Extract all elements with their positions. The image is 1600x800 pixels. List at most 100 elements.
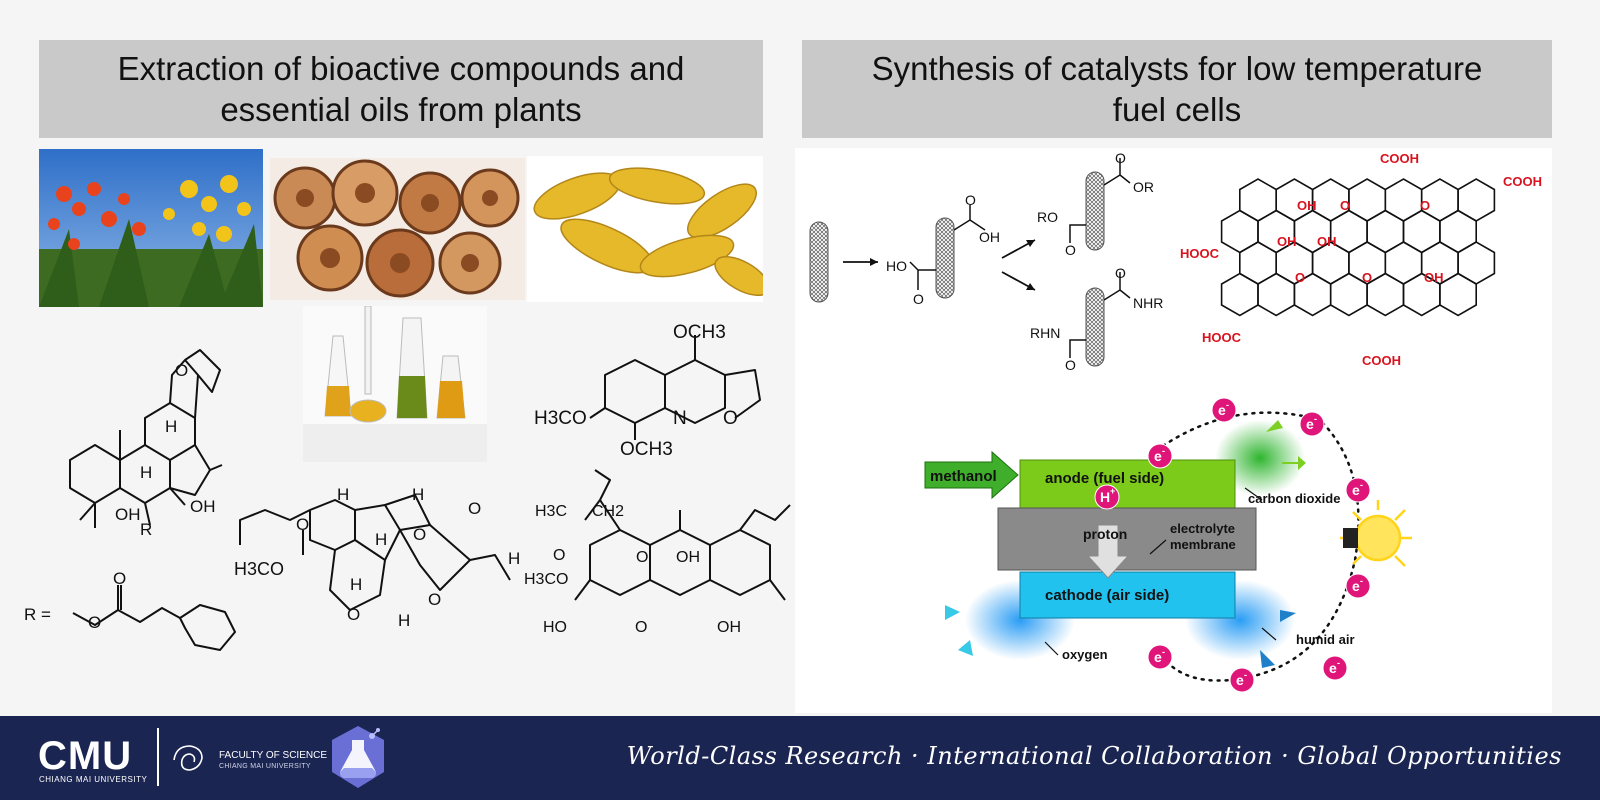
svg-text:e: e xyxy=(1352,482,1360,498)
electron-icon: e- xyxy=(1147,443,1173,469)
iridoid-o-lactone-label: O xyxy=(413,525,426,544)
iridoid-h-left-label: H xyxy=(337,485,349,504)
cnt-nhr-label: NHR xyxy=(1133,295,1163,311)
cnt-oh-label: OH xyxy=(979,229,1000,245)
electron-circuit xyxy=(1148,411,1360,682)
diterpene-h-top-label: H xyxy=(165,417,177,436)
svg-text:e: e xyxy=(1306,416,1314,432)
cnt-functionalization-scheme: HO O O OH RO O O OR RHN O O NHR xyxy=(809,150,1163,373)
go-hooc-lower-label: HOOC xyxy=(1202,330,1242,345)
left-title-line2: essential oils from plants xyxy=(220,91,582,128)
xanthone-ho-label: HO xyxy=(543,619,567,636)
humid-air-label: humid air xyxy=(1296,632,1355,647)
graphene-ring xyxy=(1239,178,1277,222)
right-panel-title: Synthesis of catalysts for low temperatu… xyxy=(802,40,1552,138)
svg-text:e: e xyxy=(1218,402,1226,418)
graphene-ring xyxy=(1384,178,1423,222)
electron-markers: e- e- e- e- e- e- e- e- H+ xyxy=(1094,397,1371,693)
xanthone-oh-top-label: OH xyxy=(676,549,700,566)
go-oh-4-label: OH xyxy=(1424,270,1444,285)
svg-text:e: e xyxy=(1154,649,1162,665)
svg-text:e: e xyxy=(1236,672,1244,688)
cathode-label: cathode (air side) xyxy=(1045,587,1169,604)
cnt-or-label: OR xyxy=(1133,179,1154,195)
diterpene-o-label: O xyxy=(175,361,188,380)
svg-text:-: - xyxy=(1314,414,1317,424)
iridoid-o-top-label: O xyxy=(468,499,481,518)
graphene-ring xyxy=(1439,272,1477,317)
iridoid-o-ring2-label: O xyxy=(347,605,360,624)
dried-root-slices-photo xyxy=(527,156,763,302)
right-panel-background xyxy=(795,148,1552,713)
graphene-ring xyxy=(1384,241,1423,285)
right-title-line2: fuel cells xyxy=(1112,91,1242,128)
graphene-ring xyxy=(1220,209,1259,254)
xanthone-o-xanthone-label: O xyxy=(636,549,648,566)
cmu-logo-subtitle: CHIANG MAI UNIVERSITY xyxy=(39,775,148,784)
graphene-ring xyxy=(1239,241,1277,285)
graphene-ring xyxy=(1366,209,1405,254)
cnt-o-c-label: O xyxy=(1065,242,1076,258)
cnt-tube-1 xyxy=(809,221,829,303)
xanthone-h3co-label: H3CO xyxy=(524,571,568,588)
oxygen-label: oxygen xyxy=(1062,647,1108,662)
graphene-oxide-structure: COOH COOH HOOC HOOC COOH OH OH OH OH O O… xyxy=(1180,151,1542,368)
right-title-line1: Synthesis of catalysts for low temperatu… xyxy=(871,50,1483,87)
xanthone-h3c-label: H3C xyxy=(535,503,567,520)
footer-divider xyxy=(157,728,159,786)
r-group-ester-o-label: O xyxy=(88,613,101,632)
iridoid-o-ester-label: O xyxy=(296,515,309,534)
go-cooh-bottom-label: COOH xyxy=(1362,353,1401,368)
bulb-socket xyxy=(1343,528,1358,548)
svg-text:-: - xyxy=(1337,658,1340,668)
svg-text:-: - xyxy=(1162,446,1165,456)
electron-icon: e- xyxy=(1345,573,1371,599)
graphene-ring xyxy=(1257,272,1296,317)
xanthone-ch2-label: CH2 xyxy=(592,503,624,520)
iridoid-o-ring-label: O xyxy=(428,590,441,609)
graphene-ring xyxy=(1220,272,1259,317)
go-oh-3-label: OH xyxy=(1317,234,1337,249)
electron-icon: e- xyxy=(1299,411,1325,437)
cnt-rhn-label: RHN xyxy=(1030,325,1060,341)
svg-text:+: + xyxy=(1110,486,1115,496)
graphene-ring xyxy=(1439,209,1477,254)
electrolyte-label-line1: electrolyte xyxy=(1170,521,1235,536)
furoquinoline-o-label: O xyxy=(723,408,738,429)
left-title-line1: Extraction of bioactive compounds and xyxy=(117,50,685,87)
iridoid-h-center-label: H xyxy=(375,530,387,549)
furoquinoline-n-label: N xyxy=(673,408,687,429)
cnt-o-e-label: O xyxy=(1065,357,1076,373)
left-chemical-structures: O H H OH OH R R = O O OCH3 H3CO N O OCH3… xyxy=(24,322,791,651)
dried-bael-slices-photo xyxy=(270,158,525,300)
svg-text:e: e xyxy=(1329,660,1337,676)
co2-glow xyxy=(1215,420,1305,496)
diterpene-oh-right-label: OH xyxy=(190,497,216,516)
r-group-equals-label: R = xyxy=(24,605,51,624)
xanthone-o-ketone-label: O xyxy=(553,547,565,564)
electron-icon: e- xyxy=(1147,644,1173,670)
go-o-2-label: O xyxy=(1420,198,1430,213)
proton-arrow xyxy=(1086,524,1130,579)
go-hooc-left-label: HOOC xyxy=(1180,246,1220,261)
faculty-emblem-icon xyxy=(173,745,203,771)
svg-text:H: H xyxy=(1100,489,1110,505)
right-panel-diagrams: HO O O OH RO O O OR RHN O O NHR COOH COO… xyxy=(809,150,1542,693)
left-panel-title: Extraction of bioactive compounds and es… xyxy=(39,40,763,138)
diterpene-r-label: R xyxy=(140,520,152,539)
svg-text:-: - xyxy=(1162,647,1165,657)
carbon-dioxide-label: carbon dioxide xyxy=(1248,491,1340,506)
xanthone-o-ring-label: O xyxy=(635,619,647,636)
footer-bar xyxy=(0,716,1600,800)
footer-tagline: World-Class Research · International Col… xyxy=(626,742,1562,770)
cmu-logo: CMU xyxy=(38,734,133,778)
methanol-arrow xyxy=(924,450,1019,500)
cnt-tube-2 xyxy=(935,217,955,299)
svg-text:-: - xyxy=(1360,480,1363,490)
graphene-ring xyxy=(1402,209,1441,254)
diterpene-h-mid-label: H xyxy=(140,463,152,482)
go-oh-2-label: OH xyxy=(1277,234,1297,249)
go-cooh-top-label: COOH xyxy=(1380,151,1419,166)
fuel-cell-diagram: e- e- e- e- e- e- e- e- H+ methanol anod… xyxy=(924,397,1412,693)
svg-text:-: - xyxy=(1360,576,1363,586)
